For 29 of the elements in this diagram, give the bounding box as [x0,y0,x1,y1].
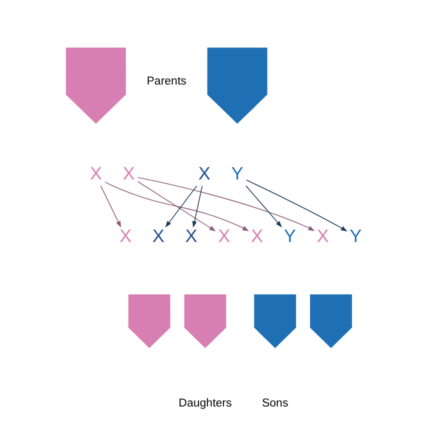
node-text: X [152,226,164,246]
node-person [254,294,296,348]
arrow [245,185,282,228]
node-text: X [122,164,134,184]
node-text: X [218,226,230,246]
node-person [65,48,126,124]
node-text: X [118,226,132,246]
arrow [164,185,197,228]
arrow [137,181,216,232]
arrow [246,180,347,232]
node-text: X [316,226,328,246]
label: Daughters [178,398,232,410]
arrow [192,185,202,228]
arrow [100,185,121,228]
label: Parents [146,76,186,88]
arrow [104,181,248,232]
label: Sons [261,398,288,410]
node-text: X [250,226,263,246]
node-person [310,294,352,348]
node-text: Y [349,226,362,246]
node-text: Y [230,164,243,184]
node-text: X [89,164,102,184]
arrow [137,177,314,232]
node-text: Y [283,226,296,246]
node-text: X [184,226,197,246]
node-person [206,48,267,124]
node-text: X [198,164,210,184]
node-person [184,294,226,348]
node-person [128,294,170,348]
